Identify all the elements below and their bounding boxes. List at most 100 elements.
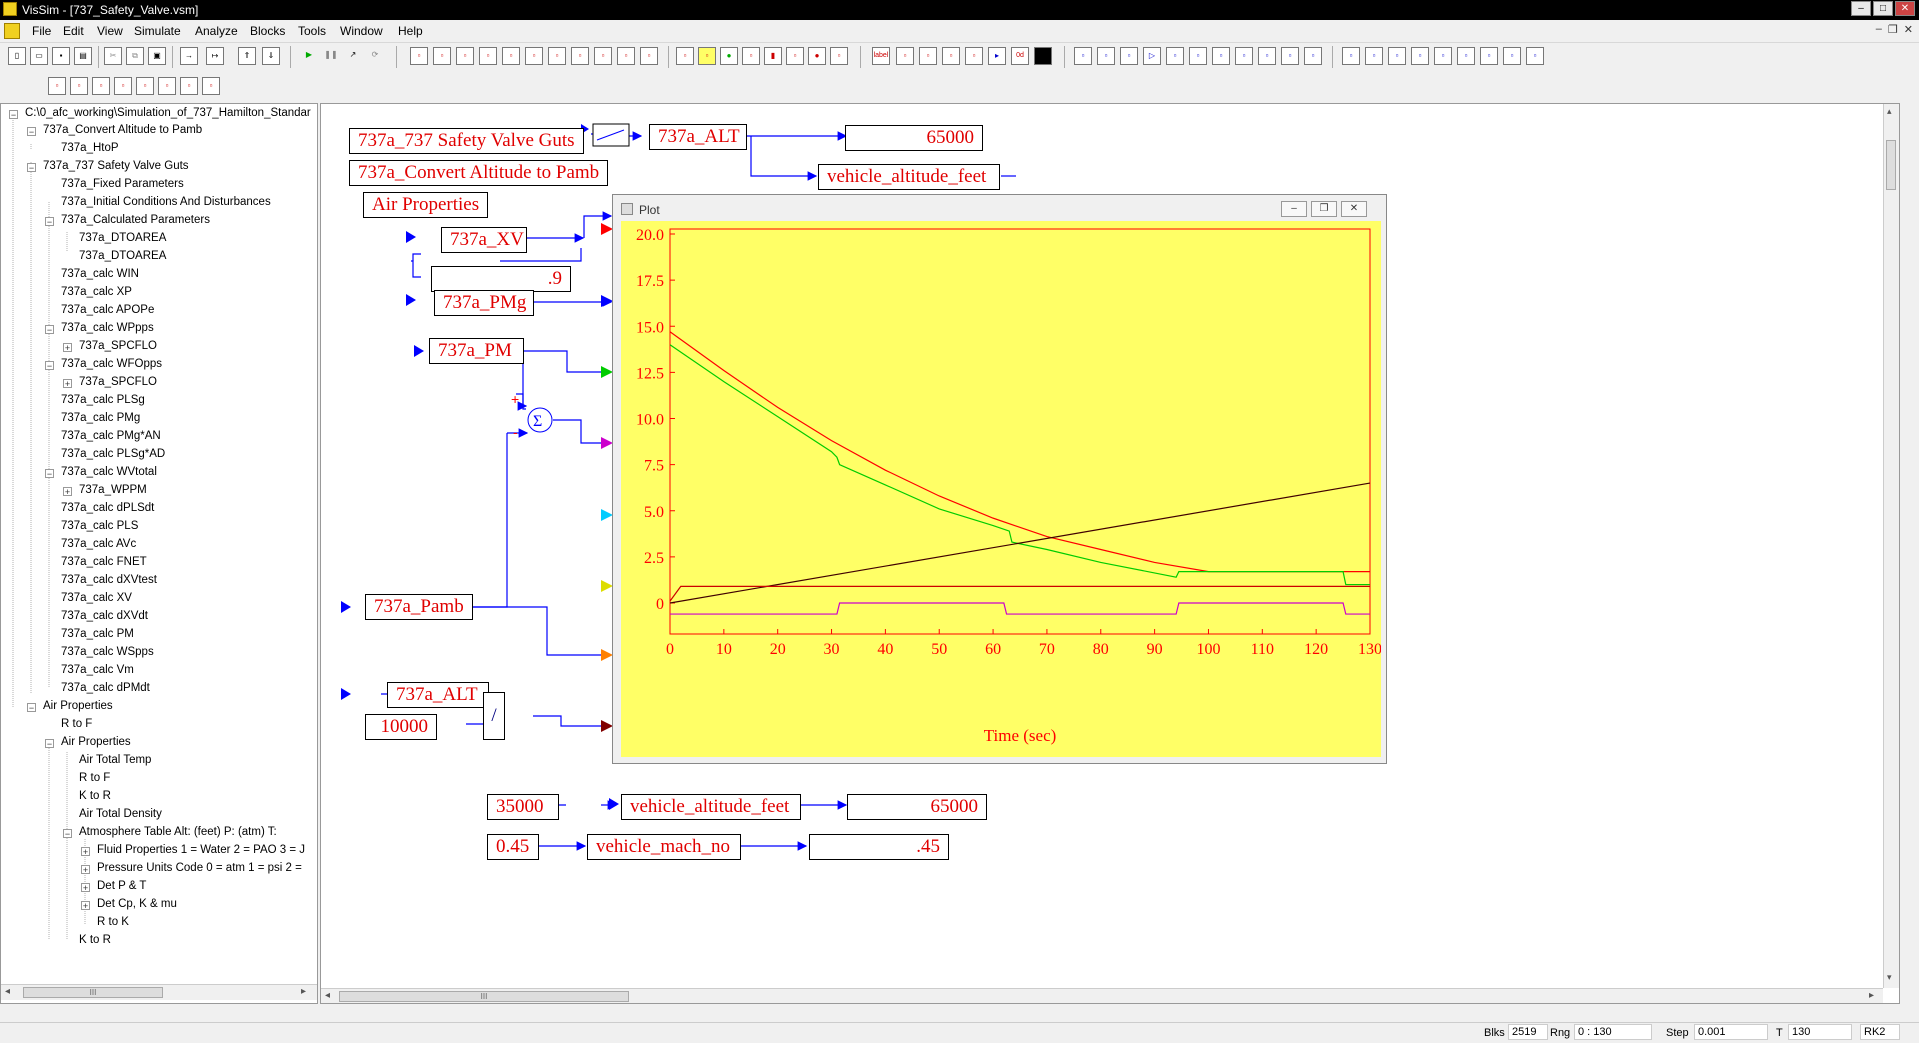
tree-toggle[interactable]: − [45,361,54,371]
tree-root[interactable]: C:\0_afc_working\Simulation_of_737_Hamil… [25,107,311,119]
divide-block[interactable]: / [483,692,505,740]
pause-icon[interactable]: ❚❚ [324,50,338,59]
open-file-icon[interactable]: ▭ [30,47,48,65]
step-out-icon[interactable]: ↦ [206,47,224,65]
minimize-window-button[interactable]: – [1851,1,1871,16]
logic-tool-icon-6[interactable]: ▫ [1457,47,1475,65]
const-35000[interactable]: 35000 [487,794,559,820]
tree-item[interactable]: 737a_calc WVtotal [61,466,157,478]
const-0-9[interactable]: .9 [431,266,571,292]
histogram-tool-icon[interactable]: ▮ [764,47,782,65]
tree-item[interactable]: Det Cp, K & mu [97,898,177,910]
tree-item[interactable]: R to F [79,772,111,784]
tree-item[interactable]: K to R [79,790,111,802]
matrix-tool-icon-5[interactable]: ▫ [136,77,154,95]
matrix-tool-icon-7[interactable]: ▫ [180,77,198,95]
arith-tool-icon-1[interactable]: ▫ [1074,47,1092,65]
copy-icon[interactable]: ⧉ [126,47,144,65]
arith-tool-icon-3[interactable]: ▫ [1120,47,1138,65]
maximize-window-button[interactable]: □ [1873,1,1893,16]
run-icon[interactable]: ▶ [305,50,313,59]
block-tool-icon-10[interactable]: ▫ [617,47,635,65]
wire-tool-icon-1[interactable]: ▫ [896,47,914,65]
label-tool-icon[interactable]: label [872,47,890,65]
arith-tool-icon-7[interactable]: ▫ [1212,47,1230,65]
tree-item[interactable]: 737a_calc Vm [61,664,134,676]
arith-tool-icon-2[interactable]: ▫ [1097,47,1115,65]
menu-blocks[interactable]: Blocks [250,24,286,38]
tree-item[interactable]: 737a_calc PLSg [61,394,145,406]
matrix-tool-icon-2[interactable]: ▫ [70,77,88,95]
logic-tool-icon-9[interactable]: ▫ [1526,47,1544,65]
tree-toggle[interactable]: − [27,703,36,713]
tree-toggle[interactable]: − [45,739,54,749]
block-tool-icon-9[interactable]: ▫ [594,47,612,65]
tree-item[interactable]: 737a_calc dXVdt [61,610,148,622]
tree-item[interactable]: 737a_calc WPpps [61,322,154,334]
block-convert-altitude[interactable]: 737a_Convert Altitude to Pamb [349,160,609,186]
tree-item[interactable]: Pressure Units Code 0 = atm 1 = psi 2 = [97,862,302,874]
menu-analyze[interactable]: Analyze [195,24,238,38]
tree-item[interactable]: 737a_Fixed Parameters [61,178,184,190]
display-tool-icon-6[interactable]: ▫ [786,47,804,65]
tree-item[interactable]: K to R [79,934,111,946]
tree-item[interactable]: 737a_WPPM [79,484,147,496]
logic-tool-icon-5[interactable]: ▫ [1434,47,1452,65]
connector-tool-icon[interactable]: ▸ [988,47,1006,65]
tree-item[interactable]: 737a_Initial Conditions And Disturbances [61,196,271,208]
block-tool-icon-1[interactable]: ▫ [410,47,428,65]
tree-item[interactable]: 737a_calc WIN [61,268,139,280]
go-up-icon[interactable]: ⇑ [238,47,256,65]
tree-item[interactable]: 737a_calc PLS [61,520,139,532]
wire-tool-icon-2[interactable]: ▫ [919,47,937,65]
variable-vehicle-mach-no[interactable]: vehicle_mach_no [587,834,741,860]
plot-close-button[interactable]: ✕ [1341,201,1367,217]
block-tool-icon-6[interactable]: ▫ [525,47,543,65]
variable-737a-pamb[interactable]: 737a_Pamb [365,594,473,620]
paste-icon[interactable]: ▣ [148,47,166,65]
menu-edit[interactable]: Edit [63,24,84,38]
date-tool-icon[interactable]: 0d [1011,47,1029,65]
arith-tool-icon-10[interactable]: ▫ [1281,47,1299,65]
plot-restore-button[interactable]: ❐ [1311,201,1337,217]
matrix-tool-icon-1[interactable]: ▫ [48,77,66,95]
variable-vehicle-altitude-feet-2[interactable]: vehicle_altitude_feet [621,794,801,820]
block-safety-valve-guts[interactable]: 737a_737 Safety Valve Guts [349,128,584,154]
tree-item[interactable]: Atmosphere Table Alt: (feet) P: (atm) T: [79,826,277,838]
tree-toggle-root[interactable]: − [9,110,18,120]
mdi-minimize-icon[interactable]: – [1875,23,1882,35]
go-down-icon[interactable]: ⇓ [262,47,280,65]
close-window-button[interactable]: ✕ [1895,1,1915,16]
block-tool-icon-5[interactable]: ▫ [502,47,520,65]
const-0-45[interactable]: 0.45 [487,834,539,860]
tree-item[interactable]: Air Total Density [79,808,162,820]
block-tool-icon-11[interactable]: ▫ [640,47,658,65]
tree-toggle[interactable]: + [63,487,72,497]
light-tool-icon[interactable]: ● [720,47,738,65]
menu-file[interactable]: File [32,24,52,38]
tree-item[interactable]: 737a_calc WFOpps [61,358,162,370]
matrix-tool-icon-6[interactable]: ▫ [158,77,176,95]
matrix-tool-icon-4[interactable]: ▫ [114,77,132,95]
menu-view[interactable]: View [97,24,123,38]
variable-737a-alt[interactable]: 737a_ALT [649,124,747,150]
wire-tool-icon-3[interactable]: ▫ [942,47,960,65]
tree-item[interactable]: Fluid Properties 1 = Water 2 = PAO 3 = J [97,844,306,856]
variable-737a-pm[interactable]: 737a_PM [429,338,524,364]
block-tool-icon-7[interactable]: ▫ [548,47,566,65]
logic-tool-icon-1[interactable]: ▫ [1342,47,1360,65]
tree-item[interactable]: Air Properties [61,736,131,748]
tree-toggle[interactable]: + [81,883,90,893]
wire-tool-icon-4[interactable]: ▫ [965,47,983,65]
tree-item[interactable]: 737a_HtoP [61,142,119,154]
display-tool-icon-8[interactable]: ▫ [830,47,848,65]
plot-tool-icon[interactable]: ▫ [698,47,716,65]
display-tool-icon-1[interactable]: ▫ [676,47,694,65]
variable-737a-pmg[interactable]: 737a_PMg [434,290,534,316]
arith-tool-icon-8[interactable]: ▫ [1235,47,1253,65]
save-icon[interactable]: ▪ [52,47,70,65]
tree-toggle[interactable]: + [63,379,72,389]
variable-737a-alt-mid[interactable]: 737a_ALT [387,682,489,708]
tree-toggle[interactable]: + [81,865,90,875]
